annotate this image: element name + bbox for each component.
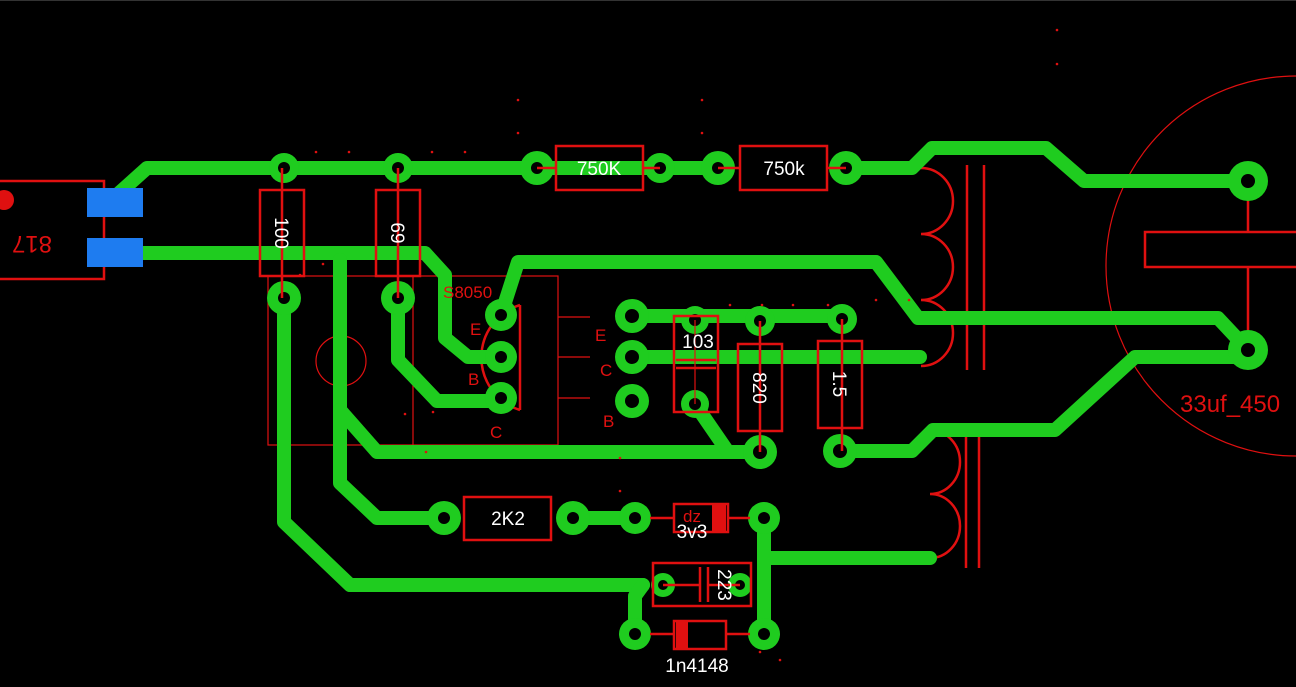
- connector-817: 817: [0, 179, 143, 281]
- pin-b-label: B: [468, 370, 479, 389]
- pad: [615, 340, 649, 374]
- coil-top: [920, 165, 986, 370]
- zener-bottom-label: 3v3: [677, 522, 708, 543]
- pad: [1228, 161, 1268, 201]
- capacitor-label: 103: [682, 332, 714, 353]
- resistor-label: 2K2: [491, 509, 525, 530]
- pad: [427, 501, 461, 535]
- capacitor-label: 33uf_450: [1180, 391, 1280, 418]
- resistor-label: 69: [386, 222, 407, 243]
- pad: [1228, 330, 1268, 370]
- capacitor-223: 223: [651, 561, 753, 608]
- zener-diode-3v3: dz 3v3: [650, 502, 750, 543]
- grid-dots: [298, 28, 1059, 662]
- resistor-69: 69: [374, 168, 422, 298]
- transistor-labels: S8050 E B C E C B: [443, 283, 614, 442]
- connector-label: 817: [12, 230, 52, 257]
- pad: [615, 299, 649, 333]
- pad: [823, 434, 857, 468]
- pin-e-label: E: [470, 320, 481, 339]
- capacitor-33uf: 33uf_450: [1105, 75, 1296, 457]
- transistor-s8050: [267, 275, 590, 446]
- resistor-label: 750k: [763, 159, 805, 180]
- smd-pad: [87, 188, 143, 217]
- capacitor-103: 103: [672, 314, 720, 414]
- pad: [267, 281, 301, 315]
- resistor-1-5: 1.5: [816, 319, 864, 451]
- capacitor-label: 223: [713, 569, 734, 601]
- resistor-750k-2: 750k: [718, 144, 846, 192]
- zener-top-label: dz: [683, 507, 701, 526]
- transistor-label: S8050: [443, 283, 492, 302]
- resistor-750k-1: 750K: [537, 144, 660, 192]
- pad: [485, 299, 517, 331]
- pad: [485, 341, 517, 373]
- resistor-label: 750K: [577, 159, 622, 180]
- pin-c-label: C: [600, 361, 612, 380]
- pin-c-label: C: [490, 423, 502, 442]
- pad: [556, 501, 590, 535]
- pad: [619, 502, 651, 534]
- smd-pad: [87, 238, 143, 267]
- pad: [615, 384, 649, 418]
- resistor-100: 100: [258, 168, 306, 298]
- pad: [269, 153, 299, 183]
- pad: [619, 618, 651, 650]
- coil-bottom: [929, 428, 981, 568]
- pin-b-label: B: [603, 412, 614, 431]
- pad: [748, 618, 780, 650]
- resistor-label: 820: [748, 372, 769, 404]
- resistor-2k2: 2K2: [462, 495, 553, 542]
- resistor-label: 100: [270, 217, 291, 249]
- pin-e-label: E: [595, 326, 606, 345]
- resistor-820: 820: [736, 321, 784, 452]
- diode-label: 1n4148: [665, 656, 728, 677]
- pad: [748, 502, 780, 534]
- pad: [485, 382, 517, 414]
- diode-1n4148: 1n4148: [650, 619, 750, 677]
- resistor-label: 1.5: [828, 371, 849, 397]
